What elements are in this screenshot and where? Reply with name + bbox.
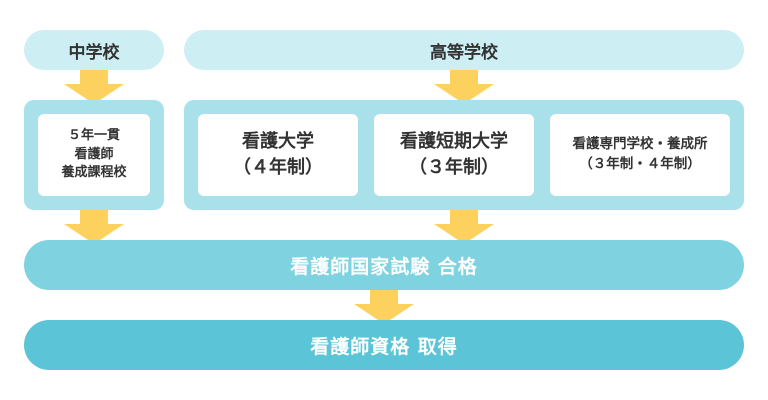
school-options-panel: 看護大学 （４年制） 看護短期大学 （３年制） 看護専門学校・養成所 （３年制・…: [184, 100, 744, 210]
national-exam-band: 看護師国家試験 合格: [24, 240, 744, 290]
five-year-line-1: ５年一貫: [67, 127, 120, 143]
junior-college-card: 看護短期大学 （３年制）: [374, 114, 534, 196]
arrow-down-icon: [354, 290, 414, 324]
vocational-school-years: （３年制・４年制）: [579, 156, 701, 172]
license-text: 看護師資格 取得: [310, 335, 458, 358]
nursing-university-years: （４年制）: [233, 157, 323, 178]
five-year-line-3: 養成課程校: [61, 165, 127, 181]
vocational-school-name: 看護専門学校・養成所: [572, 136, 708, 153]
arrow-down-icon: [434, 210, 494, 244]
high-school-label: 高等学校: [184, 30, 744, 70]
nursing-university-card: 看護大学 （４年制）: [198, 114, 358, 196]
five-year-program-card: ５年一貫 看護師 養成課程校: [38, 114, 150, 196]
junior-high-text: 中学校: [68, 42, 120, 63]
junior-college-name: 看護短期大学: [400, 130, 508, 152]
high-school-text: 高等学校: [430, 42, 498, 63]
arrow-down-icon: [64, 70, 124, 104]
nursing-university-name: 看護大学: [242, 130, 314, 152]
five-year-line-2: 看護師: [74, 146, 114, 162]
arrow-down-icon: [64, 210, 124, 244]
vocational-school-card: 看護専門学校・養成所 （３年制・４年制）: [550, 114, 730, 196]
five-year-panel: ５年一貫 看護師 養成課程校: [24, 100, 164, 210]
license-band: 看護師資格 取得: [24, 320, 744, 370]
arrow-down-icon: [434, 70, 494, 104]
national-exam-text: 看護師国家試験 合格: [290, 255, 478, 278]
junior-college-years: （３年制）: [409, 157, 499, 178]
junior-high-label: 中学校: [24, 30, 164, 70]
